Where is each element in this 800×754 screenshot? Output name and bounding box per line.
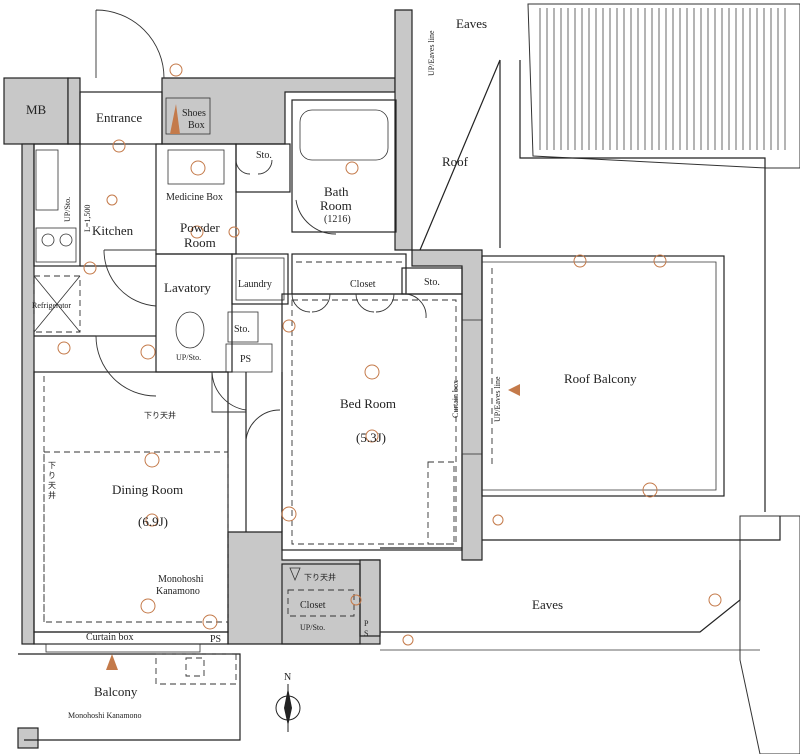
lowered-ceiling-side-1: 下 [48,461,56,470]
sto-lavatory-label: Sto. [234,324,250,335]
interior-lines [18,91,725,741]
up-sto-lavatory-label: UP/Sto. [176,353,201,362]
roof-hatch [539,8,786,150]
lowered-ceiling-side-3: 天 [48,481,56,490]
sto-bed-label: Sto. [424,277,440,288]
balcony-label: Balcony [94,684,138,699]
curtain-box-right-label: Curtain box [451,380,460,418]
roof-area [419,3,800,754]
ps-right-label-1: P [364,619,369,628]
ps-right-label-2: S [364,629,368,638]
shoes-box-label-line2: Box [188,120,205,131]
up-eaves-line-top-label: UP/Eaves line [427,30,436,76]
ps-bottom-label: PS [210,634,221,645]
sto-top-label: Sto. [256,150,272,161]
kitchen-dimension-label: L=1,500 [83,205,92,232]
dining-room-size-label: (6.9J) [138,514,168,529]
walls [3,9,483,749]
eaves-bottom-label: Eaves [532,597,563,612]
roof-balcony-label: Roof Balcony [564,371,637,386]
monohoshi-balcony-label: Monohoshi Kanamono [68,711,142,720]
curtain-box-bottom-label: Curtain box [86,632,134,643]
up-sto-bottom-label: UP/Sto. [300,623,325,632]
bed-room-label: Bed Room [340,396,396,411]
ps-lavatory-label: PS [240,354,251,365]
lavatory-label: Lavatory [164,280,211,295]
door-arcs [95,9,427,441]
powder-room-label-line1: Powder [180,220,220,235]
eaves-top-label: Eaves [456,16,487,31]
compass-north-label: N [284,672,291,683]
roof-label: Roof [442,154,469,169]
monohoshi-label-line1: Monohoshi [158,574,204,585]
labels: MB Entrance Shoes Box Kitchen L=1,500 UP… [26,16,637,720]
lowered-ceiling-side-2: り [48,471,56,480]
lowered-ceiling-closet-label: 下り天井 [304,572,336,582]
north-compass-icon: N [275,672,301,732]
shoes-box-label-line1: Shoes [182,108,206,119]
dining-room-label: Dining Room [112,482,183,497]
bath-room-label-line2: Room [320,198,352,213]
laundry-label: Laundry [238,279,272,290]
bath-room-label-line1: Bath [324,184,349,199]
kitchen-label: Kitchen [92,223,134,238]
powder-room-label-line2: Room [184,235,216,250]
up-sto-left-label: UP/Sto. [63,197,72,222]
entrance-label: Entrance [96,110,142,125]
lowered-ceiling-side-4: 井 [48,490,56,500]
bed-room-size-label: (5.3J) [356,430,386,445]
lowered-ceiling-dining-label: 下り天井 [144,410,176,420]
monohoshi-label-line2: Kanamono [156,586,200,597]
closet-top-label: Closet [350,279,376,290]
electrical-symbols [57,63,722,670]
medicine-box-label: Medicine Box [166,192,223,203]
closet-bottom-label: Closet [300,600,326,611]
refrigerator-label: Refrigerator [32,301,71,310]
mb-label: MB [26,102,47,117]
bath-room-label-line3: (1216) [324,214,351,225]
up-eaves-line-right-label: UP/Eaves line [493,376,502,422]
